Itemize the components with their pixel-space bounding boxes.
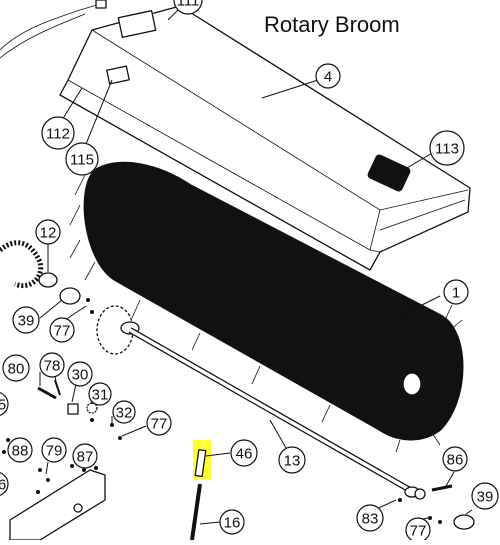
bolt-80 [37, 386, 57, 400]
callout-112: 112 [41, 116, 75, 150]
svg-text:111: 111 [177, 0, 200, 10]
callout-32: 32 [112, 400, 136, 424]
callout-80: 80 [2, 354, 30, 382]
broom-brush [69, 161, 464, 453]
svg-text:30: 30 [72, 367, 89, 384]
callout-39-right: 39 [471, 482, 499, 510]
svg-text:77: 77 [54, 323, 71, 340]
svg-text:1: 1 [452, 285, 460, 302]
bolt-a [86, 298, 90, 302]
svg-text:87: 87 [77, 449, 94, 466]
brush-core-end [402, 372, 422, 396]
bolt-86 [431, 484, 453, 492]
svg-text:77: 77 [410, 523, 427, 540]
svg-text:5: 5 [0, 397, 6, 414]
callout-31: 31 [88, 382, 112, 406]
flange-bearing-39b [453, 514, 475, 530]
callout-12: 12 [35, 219, 61, 245]
nut-77 [118, 436, 122, 440]
callout-111: 111 [173, 0, 203, 15]
svg-text:31: 31 [92, 387, 109, 404]
svg-text:12: 12 [40, 225, 57, 242]
callout-88: 88 [7, 437, 33, 463]
svg-text:86: 86 [447, 452, 464, 469]
cable-wire-2 [0, 13, 86, 59]
side-frame [9, 469, 106, 541]
svg-text:39: 39 [18, 313, 35, 330]
flange-bearing-39 [59, 287, 81, 305]
callout-78: 78 [39, 352, 65, 378]
drive-belt [0, 240, 44, 288]
shaft-nut [414, 488, 426, 500]
washer-32 [110, 423, 114, 427]
callout-16: 16 [219, 509, 245, 535]
callout-77-middle: 77 [146, 410, 172, 436]
svg-text:115: 115 [70, 152, 94, 169]
svg-text:77: 77 [151, 416, 168, 433]
spacer-30 [67, 403, 79, 415]
svg-text:78: 78 [44, 358, 61, 375]
brand-logo-badge [367, 154, 411, 192]
svg-text:6: 6 [0, 477, 6, 494]
callout-115: 115 [65, 142, 99, 176]
callout-83: 83 [356, 504, 384, 532]
nut-77c [428, 516, 432, 520]
hood-decal [106, 65, 130, 85]
pin-78 [54, 379, 61, 396]
svg-text:112: 112 [46, 126, 70, 143]
shaft-key-46 [194, 449, 207, 478]
callout-77-upper: 77 [49, 317, 75, 343]
cable-connector [95, 0, 107, 9]
svg-text:16: 16 [224, 515, 241, 532]
svg-text:4: 4 [324, 69, 332, 86]
svg-text:79: 79 [46, 443, 63, 460]
washer-83 [398, 498, 402, 502]
diagram-title: Rotary Broom [264, 12, 400, 37]
callout-6: 6 [0, 472, 9, 496]
svg-text:83: 83 [362, 511, 379, 528]
svg-text:80: 80 [8, 361, 25, 378]
svg-text:113: 113 [435, 141, 459, 158]
callout-5: 5 [0, 392, 9, 416]
callout-4: 4 [315, 63, 341, 89]
cable-wire [0, 3, 101, 51]
callout-113: 113 [429, 130, 465, 166]
broom-hood [59, 5, 471, 271]
callout-30: 30 [67, 361, 93, 387]
svg-text:32: 32 [116, 405, 133, 422]
callout-46: 46 [230, 439, 258, 467]
svg-text:88: 88 [12, 443, 29, 460]
callout-39-left: 39 [12, 306, 40, 334]
callout-1: 1 [443, 279, 469, 305]
nut-a [90, 418, 94, 422]
bolt-b [90, 310, 94, 314]
callout-13: 13 [278, 446, 306, 474]
svg-text:39: 39 [477, 489, 494, 506]
callout-79: 79 [41, 437, 67, 463]
hood-label-plate [117, 10, 157, 38]
rod-16 [190, 483, 202, 541]
callout-86: 86 [442, 446, 468, 472]
svg-text:46: 46 [236, 446, 253, 463]
callout-87: 87 [72, 443, 98, 469]
bearing-12 [38, 272, 58, 288]
svg-text:13: 13 [284, 453, 301, 470]
callout-77-lower: 77 [405, 517, 431, 543]
